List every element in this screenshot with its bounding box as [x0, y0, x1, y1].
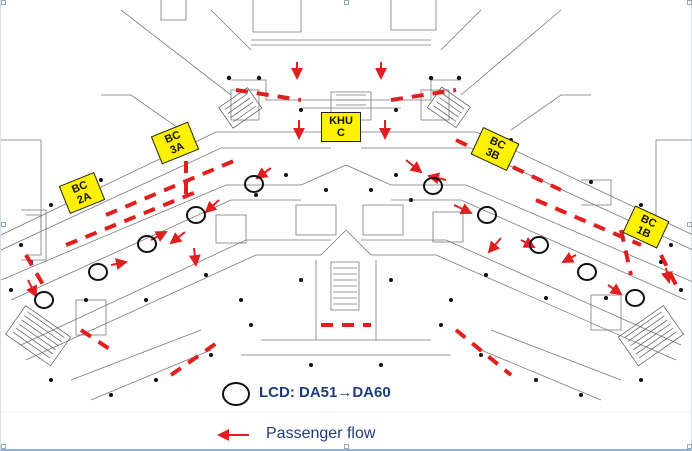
resize-handle-top-right[interactable] [687, 0, 692, 5]
resize-handle-bottom-center[interactable] [344, 444, 349, 449]
resize-handle-bottom-left[interactable] [1, 444, 6, 449]
resize-handle-bottom-right[interactable] [687, 444, 692, 449]
lcd-markers [34, 175, 645, 309]
flow-arrows [26, 62, 673, 298]
resize-handle-middle-right[interactable] [687, 222, 692, 227]
legend-lcd-circle-icon [222, 382, 250, 406]
resize-handle-top-left[interactable] [1, 0, 6, 5]
resize-handle-top-center[interactable] [344, 0, 349, 5]
flow-lanes [24, 88, 678, 377]
legend-flow-label: Passenger flow [266, 425, 376, 442]
zone-tag-khu-c: KHU C [321, 112, 361, 142]
zone-tag-line: KHU [329, 115, 353, 127]
zone-tag-line: C [337, 127, 345, 139]
stair-blocks [5, 86, 684, 367]
resize-handle-middle-left[interactable] [1, 222, 6, 227]
legend-lcd-label: LCD: DA51→DA60 [259, 384, 391, 401]
